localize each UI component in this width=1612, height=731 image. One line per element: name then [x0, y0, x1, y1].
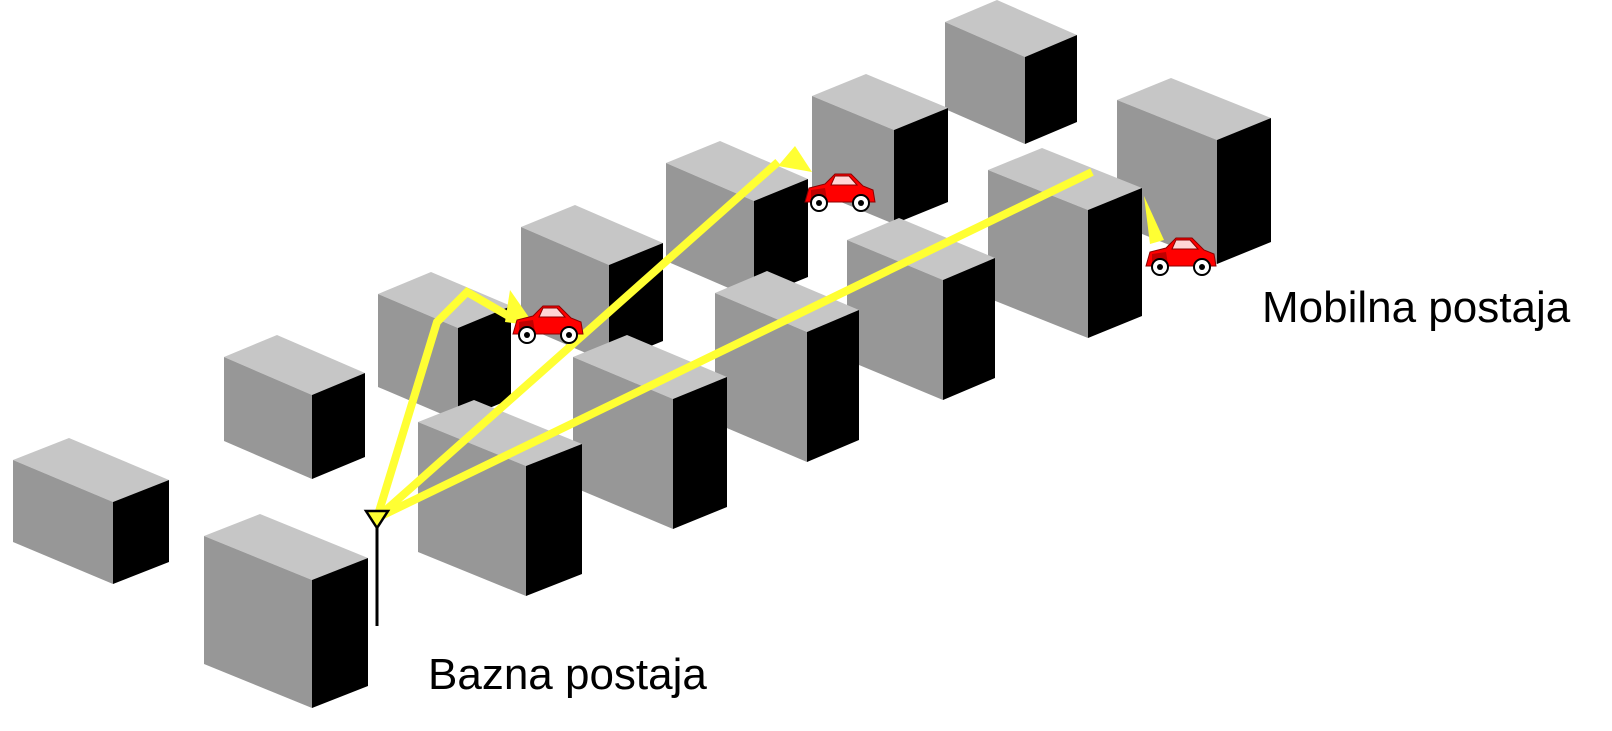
- building: [847, 218, 995, 400]
- signal-ray-tip: [1144, 196, 1164, 244]
- signal-ray: [373, 287, 515, 520]
- building: [715, 271, 859, 462]
- signal-ray-tip: [778, 146, 812, 172]
- building: [666, 141, 808, 299]
- base-station-label: Bazna postaja: [428, 650, 707, 699]
- antenna-icon: [363, 509, 391, 626]
- building: [945, 0, 1077, 144]
- building: [573, 335, 727, 529]
- building: [204, 514, 368, 708]
- signal-ray: [374, 159, 781, 521]
- building: [378, 272, 511, 421]
- building: [418, 400, 582, 596]
- mobile-station-label: Mobilna postaja: [1262, 283, 1571, 332]
- building: [224, 335, 365, 479]
- signal-ray: [375, 168, 1094, 522]
- building: [13, 438, 169, 584]
